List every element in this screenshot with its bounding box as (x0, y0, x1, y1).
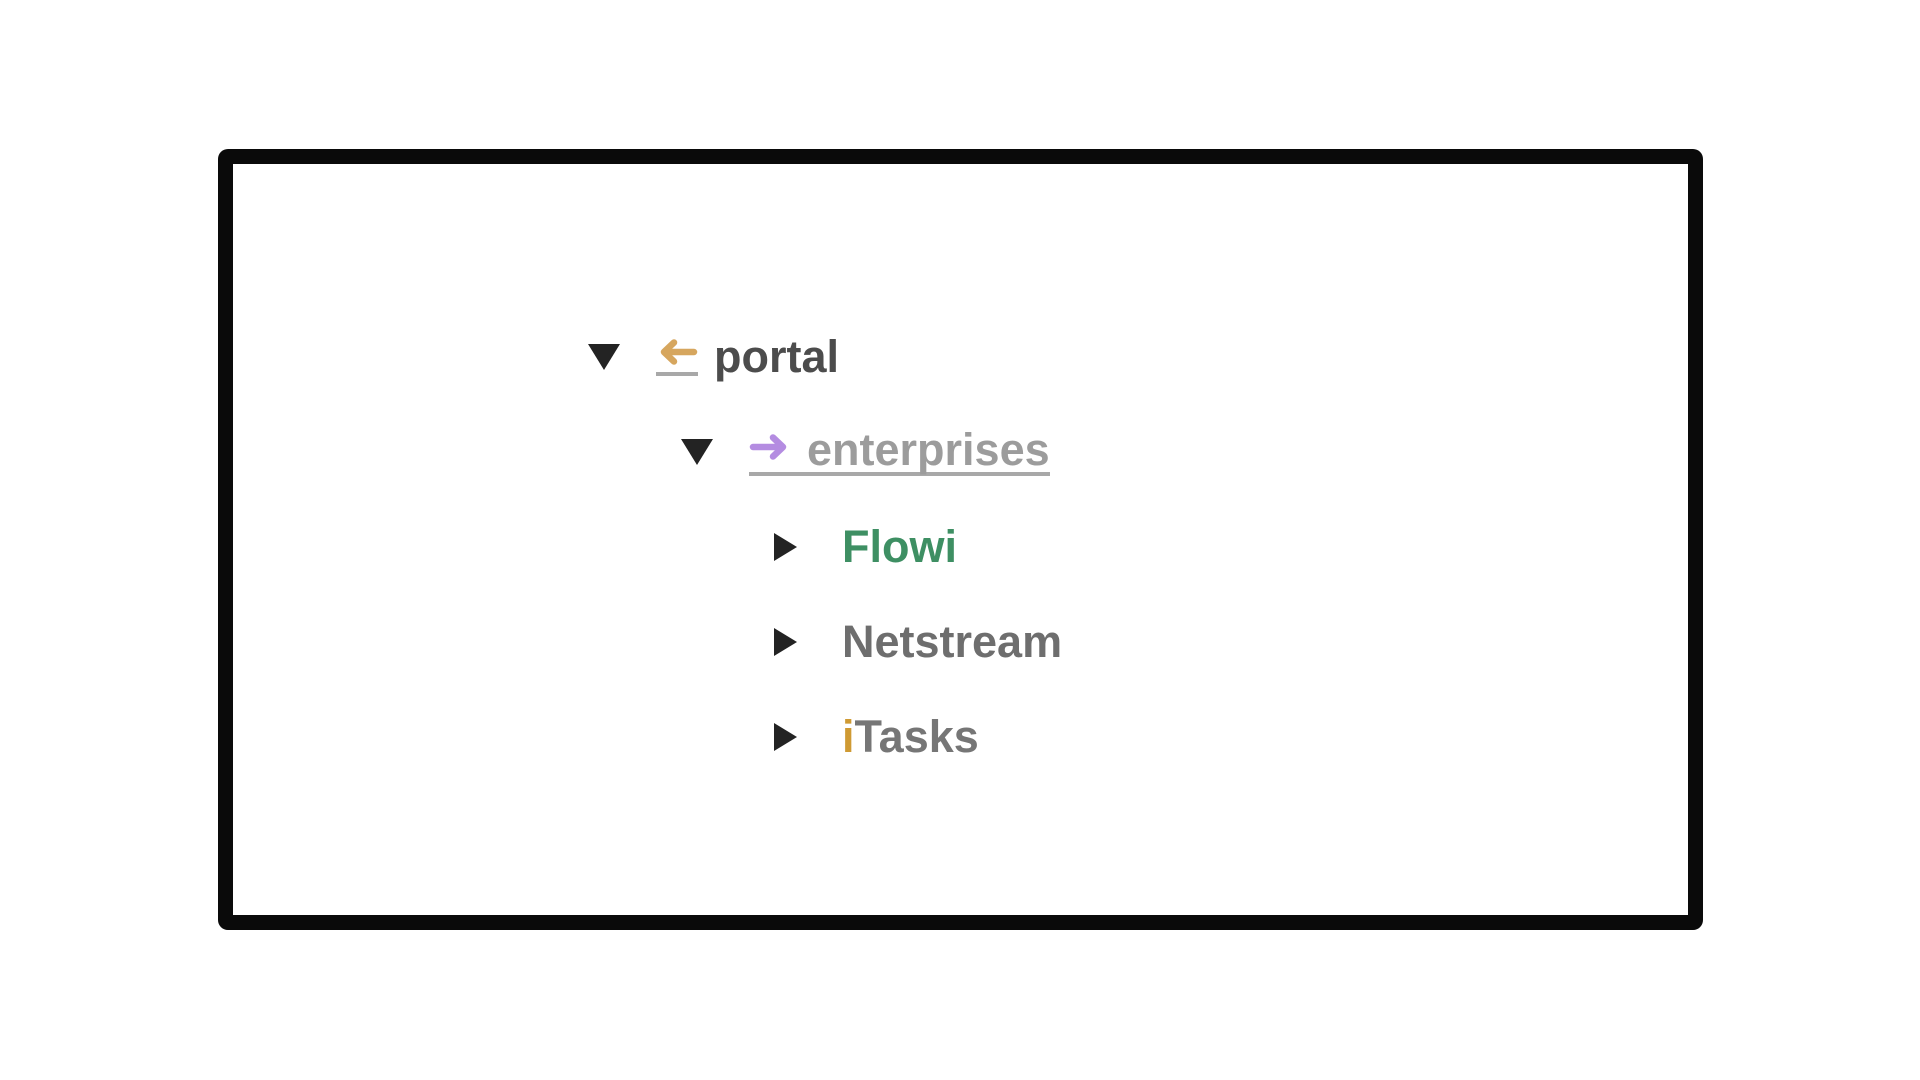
tree-item-label-group: portal (656, 334, 839, 379)
tree-panel-frame: portal enterprises (218, 149, 1703, 930)
toggle-itasks[interactable] (774, 722, 806, 751)
toggle-portal[interactable] (588, 343, 620, 370)
caret-right-icon (774, 722, 797, 751)
toggle-enterprises[interactable] (681, 438, 713, 465)
tree-item-text[interactable]: portal (714, 331, 840, 382)
left-arrow-icon (660, 339, 698, 365)
caret-right-icon (774, 627, 797, 656)
toggle-flowi[interactable] (774, 532, 806, 561)
tree-item-portal[interactable]: portal (588, 309, 1688, 404)
tree-item-label-group: Flowi (842, 524, 957, 569)
enterprises-link[interactable]: enterprises (749, 427, 1050, 476)
tree-item-text[interactable]: enterprises (807, 424, 1050, 475)
file-tree: portal enterprises (233, 164, 1688, 784)
caret-down-icon (588, 343, 620, 370)
tree-item-netstream[interactable]: Netstream (588, 594, 1688, 689)
toggle-netstream[interactable] (774, 627, 806, 656)
tree-item-text[interactable]: Tasks (854, 711, 979, 762)
tree-item-text-prefix[interactable]: i (842, 711, 855, 762)
tree-item-text[interactable]: Flowi (842, 521, 957, 572)
tree-item-label-group: enterprises (749, 427, 1050, 476)
caret-right-icon (774, 532, 797, 561)
back-link[interactable] (656, 337, 698, 376)
tree-item-enterprises[interactable]: enterprises (588, 404, 1688, 499)
tree-item-flowi[interactable]: Flowi (588, 499, 1688, 594)
forward-arrow-wrap (749, 432, 791, 467)
caret-down-icon (681, 438, 713, 465)
tree-item-label-group: Netstream (842, 619, 1062, 664)
right-arrow-icon (749, 434, 787, 460)
tree-item-text[interactable]: Netstream (842, 616, 1063, 667)
